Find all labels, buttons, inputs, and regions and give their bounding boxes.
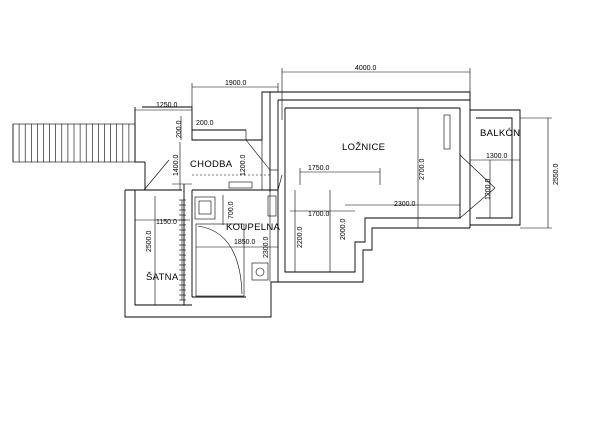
dim-1900: 1900.0 — [225, 80, 247, 87]
room-label-loznice: LOŽNICE — [342, 142, 385, 153]
dim-2300-vertical: 2300.0 — [263, 236, 270, 258]
room-label-satna: ŠATNA — [146, 272, 179, 283]
dim-1300: 1300.0 — [486, 153, 508, 160]
dim-1850: 1850.0 — [234, 239, 256, 246]
dim-1400: 1400.0 — [173, 154, 180, 176]
dim-2000: 2000.0 — [340, 218, 347, 240]
dim-2300: 2300.0 — [394, 201, 416, 208]
fixtures — [143, 114, 496, 301]
dimension-lines — [135, 68, 552, 305]
dim-200-a: 200.0 — [176, 120, 183, 138]
dim-2550: 2550.0 — [553, 163, 560, 185]
dim-1750: 1750.0 — [308, 165, 330, 172]
dim-1150: 1150.0 — [156, 219, 177, 226]
dim-2700: 2700.0 — [419, 158, 426, 180]
dim-700: 700.0 — [228, 201, 235, 219]
dim-1700: 1700.0 — [308, 211, 330, 218]
dim-1200-chodba: 1200.0 — [240, 154, 247, 176]
dim-1200-balkon: 1200.0 — [485, 178, 492, 200]
dim-200-b: 200.0 — [196, 120, 214, 127]
dim-4000: 4000.0 — [355, 65, 377, 72]
room-labels: LOŽNICE CHODBA BALKÓN KOUPELNA ŠATNA — [146, 128, 520, 283]
dim-2200: 2200.0 — [297, 226, 304, 248]
room-label-chodba: CHODBA — [190, 159, 233, 170]
dimension-labels: 4000.0 1900.0 1250.0 200.0 200.0 1400.0 … — [146, 65, 560, 258]
staircase — [12, 123, 136, 163]
dim-2500: 2500.0 — [146, 230, 153, 252]
room-label-koupelna: KOUPELNA — [226, 222, 281, 233]
room-label-balkon: BALKÓN — [480, 128, 520, 139]
walls — [124, 91, 521, 318]
dim-1250: 1250.0 — [156, 102, 178, 109]
